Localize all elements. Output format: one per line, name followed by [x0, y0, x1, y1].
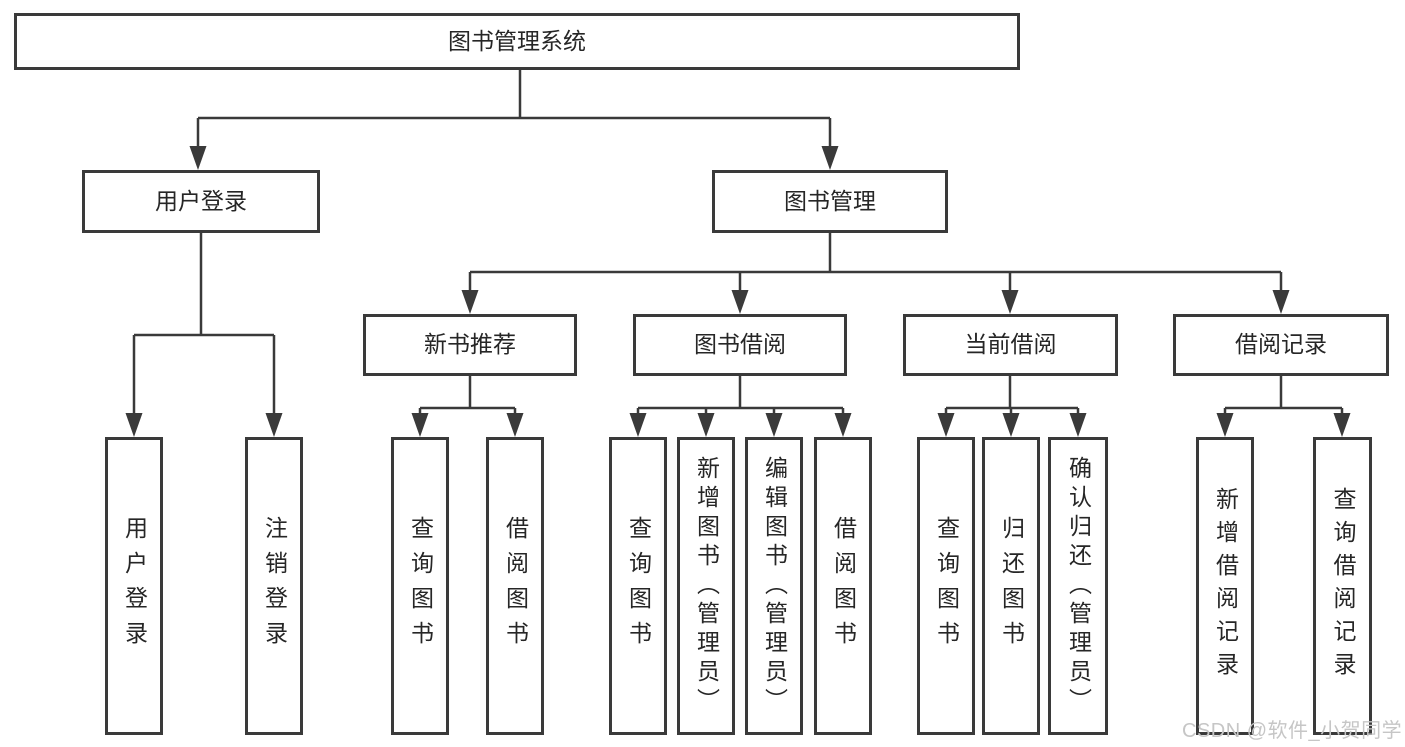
node-leaf-add-borrow-record: 新增借阅记录: [1196, 437, 1254, 735]
node-label: 查询借阅记录: [1330, 487, 1356, 685]
connector-new-books-to-leaves: [411, 376, 524, 437]
node-book-management: 图书管理: [712, 170, 948, 233]
node-label: 用户登录: [121, 516, 148, 656]
node-leaf-return-books: 归还图书: [982, 437, 1040, 735]
node-leaf-confirm-return-admin: 确认归还（管理员）: [1048, 437, 1108, 735]
node-label: 借阅图书: [502, 516, 529, 656]
node-label: 借阅图书: [830, 516, 857, 656]
node-label: 查询图书: [407, 516, 434, 656]
node-label: 借阅记录: [1235, 331, 1327, 358]
node-borrow-records: 借阅记录: [1173, 314, 1389, 376]
node-label: 编辑图书（管理员）: [761, 455, 788, 717]
node-leaf-borrow-books-recommend: 借阅图书: [486, 437, 544, 735]
connector-borrow-records-to-leaves: [1216, 376, 1351, 437]
connector-book-borrow-to-leaves: [629, 376, 852, 437]
node-label: 新增借阅记录: [1212, 487, 1239, 685]
node-library-system: 图书管理系统: [14, 13, 1020, 70]
connector-user-login-to-leaves: [125, 233, 283, 437]
connector-current-borrow-to-leaves: [937, 376, 1087, 437]
node-user-login: 用户登录: [82, 170, 320, 233]
node-current-borrow: 当前借阅: [903, 314, 1118, 376]
node-label: 确认归还（管理员）: [1065, 455, 1092, 717]
node-leaf-add-books-admin: 新增图书（管理员）: [677, 437, 735, 735]
node-leaf-user-login: 用户登录: [105, 437, 163, 735]
connector-book-mgmt-to-level3: [461, 233, 1290, 314]
node-leaf-edit-books-admin: 编辑图书（管理员）: [745, 437, 803, 735]
node-label: 新增图书（管理员）: [693, 455, 720, 717]
node-leaf-query-books-current: 查询图书: [917, 437, 975, 735]
node-label: 查询图书: [625, 516, 652, 656]
node-label: 查询图书: [933, 516, 960, 656]
node-label: 当前借阅: [964, 331, 1057, 358]
node-label: 新书推荐: [424, 331, 516, 358]
node-label: 归还图书: [998, 516, 1025, 656]
node-leaf-query-borrow-record: 查询借阅记录: [1313, 437, 1372, 735]
node-label: 用户登录: [155, 187, 247, 214]
node-label: 图书借阅: [694, 331, 786, 358]
node-leaf-logout: 注销登录: [245, 437, 303, 735]
node-label: 图书管理系统: [448, 27, 586, 54]
node-leaf-query-books-borrow: 查询图书: [609, 437, 667, 735]
node-leaf-borrow-books: 借阅图书: [814, 437, 872, 735]
connector-root-to-level2: [189, 70, 839, 170]
node-book-borrow: 图书借阅: [633, 314, 847, 376]
node-label: 注销登录: [261, 516, 288, 656]
csdn-watermark: CSDN @软件_小贺同学: [1182, 720, 1403, 742]
node-new-book-recommend: 新书推荐: [363, 314, 577, 376]
node-label: 图书管理: [784, 187, 876, 214]
node-leaf-query-books-recommend: 查询图书: [391, 437, 449, 735]
